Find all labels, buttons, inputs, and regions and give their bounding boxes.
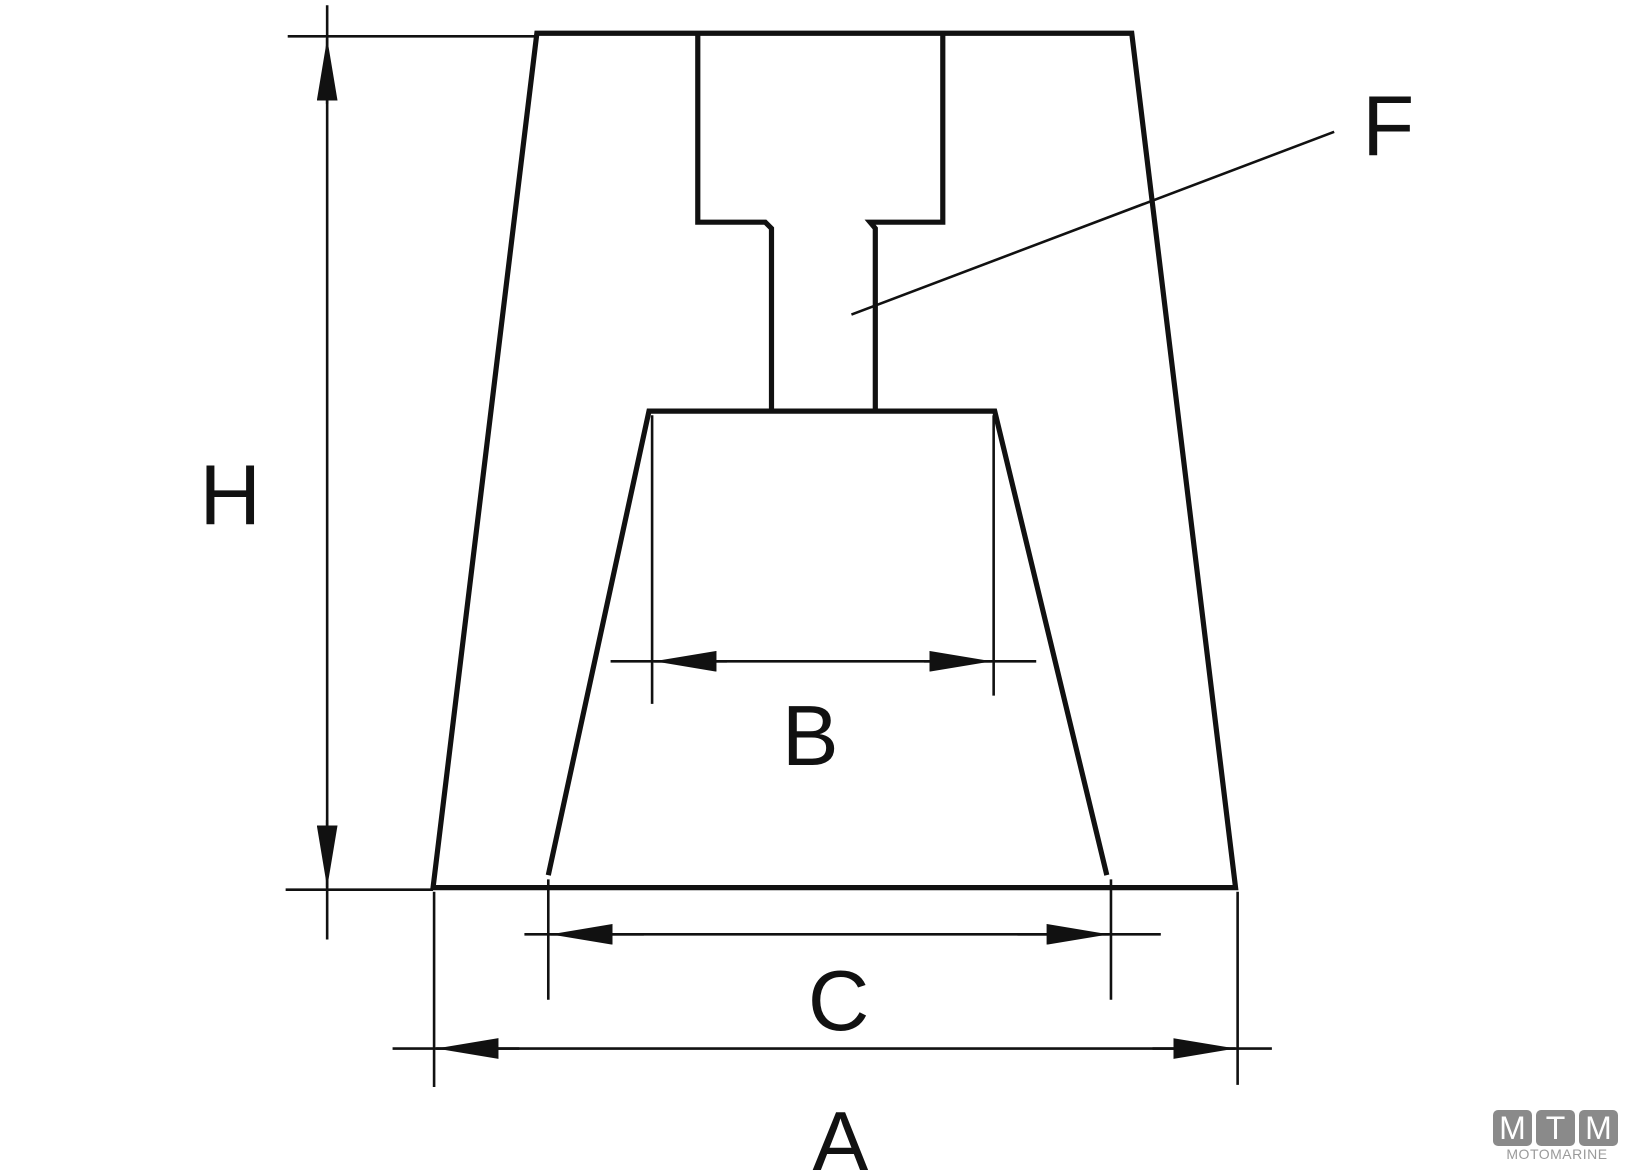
label-c: C — [808, 954, 869, 1049]
inner-cavity-outline — [545, 408, 1110, 876]
label-b: B — [782, 689, 839, 784]
label-a: A — [812, 1095, 869, 1170]
label-f: F — [1362, 80, 1414, 175]
motomarine-logo: M T M MOTOMARINE — [1493, 1110, 1621, 1162]
logo-letter: M — [1493, 1110, 1532, 1146]
logo-letter: M — [1579, 1110, 1618, 1146]
slot-outline-left — [695, 33, 775, 411]
logo-name: MOTOMARINE — [1506, 1146, 1608, 1162]
f-leader-line — [850, 130, 1335, 316]
outer-body-outline — [430, 30, 1239, 891]
label-h: H — [199, 448, 260, 543]
slot-outline-right — [864, 33, 946, 411]
logo-letter: T — [1536, 1110, 1575, 1146]
